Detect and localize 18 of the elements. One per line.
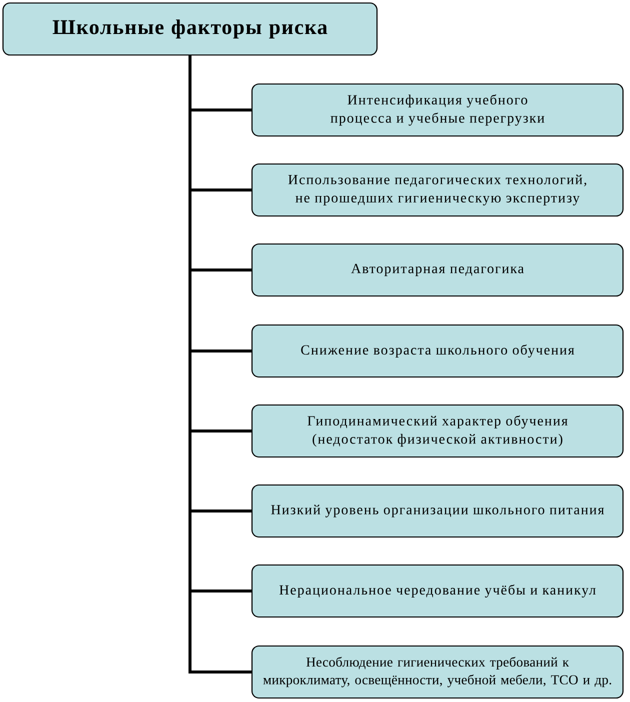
branch-line	[188, 350, 252, 352]
trunk-line	[188, 56, 192, 674]
title-box: Школьные факторы риска	[2, 2, 378, 56]
branch-line	[188, 510, 252, 512]
branch-line	[188, 670, 252, 674]
factor-box: Использование педагогических технологий, не прошедших гигиеническую экспертизу	[251, 163, 624, 217]
factor-box: Несоблюдение гигиенических требований к микроклимату, освещённости, учебной мебели, ТСО и др.	[251, 645, 624, 699]
factor-box: Интенсификация учебного процесса и учебные перегрузки	[251, 83, 624, 137]
factor-box: Снижение возраста школьного обучения	[251, 324, 624, 378]
branch-line	[188, 108, 252, 112]
factor-box: Гиподинамический характер обучения (недостаток физической активности)	[251, 404, 624, 458]
factor-box: Авторитарная педагогика	[251, 243, 624, 297]
factor-box: Нерациональное чередование учёбы и каникул	[251, 564, 624, 618]
branch-line	[188, 430, 252, 432]
branch-line	[188, 188, 252, 192]
branch-line	[188, 590, 252, 592]
factor-box: Низкий уровень организации школьного питания	[251, 484, 624, 538]
branch-line	[188, 268, 252, 272]
